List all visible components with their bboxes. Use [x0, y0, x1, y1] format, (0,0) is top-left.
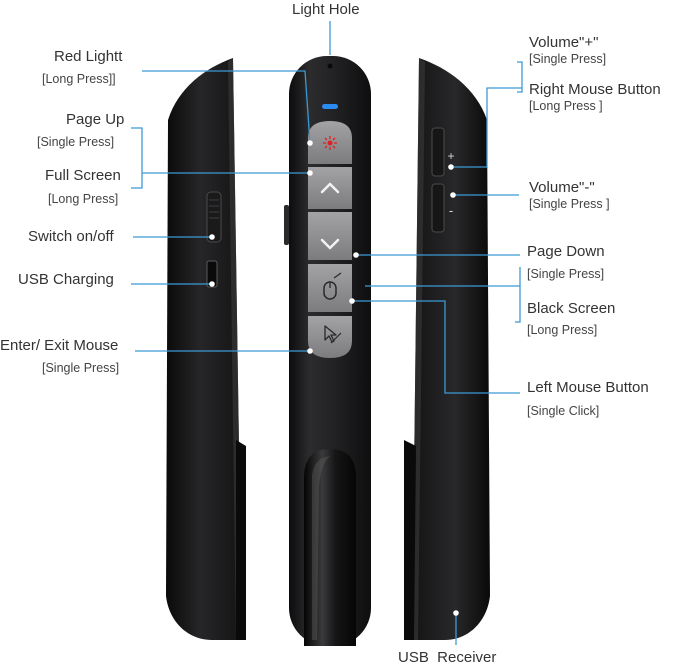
full-screen-label: Full Screen [45, 167, 121, 184]
light-hole-label: Light Hole [292, 1, 360, 18]
black-screen-action: [Long Press] [527, 323, 598, 337]
laser-icon [323, 136, 337, 150]
switch-label: Switch on/off [28, 228, 114, 245]
chevron-up-icon [320, 182, 340, 194]
cursor-icon [324, 325, 342, 344]
power-switch [206, 191, 222, 243]
mouse-icon [323, 272, 342, 300]
volume-down-button [431, 183, 445, 233]
page-down-action: [Single Press] [527, 267, 605, 281]
volume-down-label: Volume"-" [529, 179, 595, 196]
full-screen-action: [Long Press] [48, 192, 119, 206]
enter-exit-mouse-label: Enter/ Exit Mouse [0, 337, 119, 354]
volume-up-label: Volume"+" [529, 34, 599, 51]
leader-dots [209, 140, 459, 616]
status-led [322, 104, 338, 109]
red-light-action: [Long Press]] [42, 72, 116, 86]
left-mouse-label: Left Mouse Button [527, 379, 649, 396]
enter-exit-mouse-action: [Single Press] [42, 361, 120, 375]
volume-down-action: [Single Press ] [529, 197, 610, 211]
left-mouse-action: [Single Click] [527, 404, 600, 418]
page-down-button [308, 212, 352, 260]
usb-charging-port [206, 260, 218, 288]
leader-lines [131, 21, 523, 645]
volume-up-button [431, 127, 445, 177]
right-side-view: + - [404, 58, 490, 640]
page-up-label: Page Up [66, 111, 125, 128]
black-screen-label: Black Screen [527, 300, 616, 317]
receiver-cap [304, 449, 356, 646]
usb-charging-label: USB Charging [18, 271, 114, 288]
page-up-action: [Single Press] [37, 135, 115, 149]
front-view [284, 56, 371, 646]
chevron-down-icon [320, 238, 340, 250]
right-mouse-label: Right Mouse Button [529, 81, 661, 98]
page-up-button [308, 167, 352, 209]
volume-up-action: [Single Press] [529, 52, 607, 66]
plus-sign: + [447, 149, 454, 163]
light-hole [327, 63, 333, 69]
right-mouse-action: [Long Press ] [529, 99, 603, 113]
minus-sign: - [449, 203, 453, 218]
usb-receiver-label: USB Receiver [398, 649, 497, 666]
left-side-view [166, 58, 246, 640]
page-down-label: Page Down [527, 243, 605, 260]
red-light-label: Red Lightt [54, 48, 123, 65]
